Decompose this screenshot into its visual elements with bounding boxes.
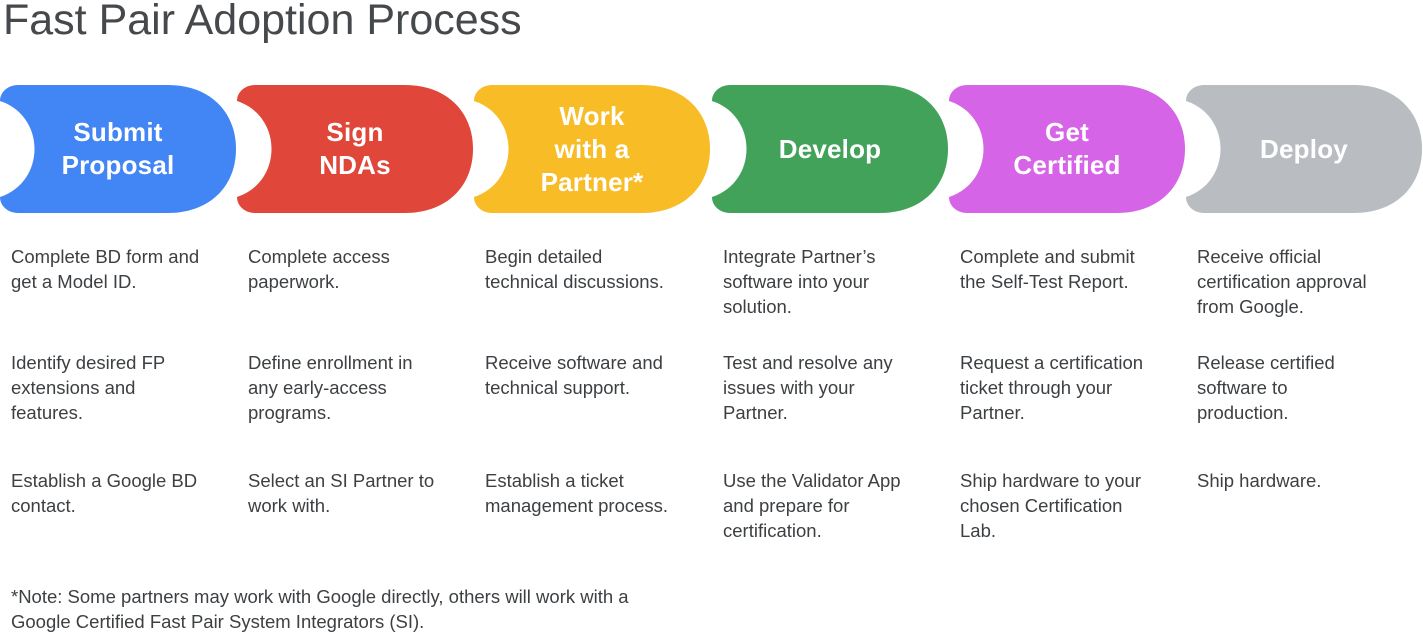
stage: Develop Integrate Partner’s software int… bbox=[712, 0, 949, 632]
stage-label: Work with a Partner* bbox=[540, 100, 644, 197]
step-text: Ship hardware. bbox=[1197, 470, 1322, 491]
footnote: *Note: Some partners may work with Googl… bbox=[11, 586, 629, 632]
step-text: Release certified software to production… bbox=[1197, 352, 1335, 423]
step-text: Begin detailed technical discussions. bbox=[485, 246, 664, 292]
stage-pill-shape bbox=[1186, 85, 1422, 213]
stage-pill-shape bbox=[237, 85, 473, 213]
step-text: Define enrollment in any early-access pr… bbox=[248, 352, 413, 423]
step-text: Select an SI Partner to work with. bbox=[248, 470, 435, 516]
stage: Submit Proposal Complete BD form and get… bbox=[0, 0, 237, 632]
stage-pill: Get Certified bbox=[949, 85, 1185, 213]
stage-pill-shape bbox=[949, 85, 1185, 213]
step-text: Complete and submit the Self-Test Report… bbox=[960, 246, 1135, 292]
stage-label: Deploy bbox=[1260, 133, 1348, 164]
step-text: Complete BD form and get a Model ID. bbox=[11, 246, 200, 292]
stage-label: Get Certified bbox=[1013, 117, 1121, 180]
stage-label: Sign NDAs bbox=[319, 117, 391, 180]
stage-pill-shape bbox=[712, 85, 948, 213]
page-title: Fast Pair Adoption Process bbox=[3, 0, 522, 44]
stage: Sign NDAs Complete access paperwork. Defi… bbox=[237, 0, 474, 632]
step-text: Establish a ticket management process. bbox=[485, 470, 669, 516]
stage-pill: Submit Proposal bbox=[0, 85, 236, 213]
stage-pill-shape bbox=[474, 85, 710, 213]
stage-pill: Sign NDAs bbox=[237, 85, 473, 213]
stage: Work with a Partner* Begin detailed tech… bbox=[474, 0, 711, 632]
stage-pill: Work with a Partner* bbox=[474, 85, 710, 213]
step-text: Receive software and technical support. bbox=[485, 352, 663, 398]
step-text: Test and resolve any issues with your Pa… bbox=[723, 352, 893, 423]
step-text: Complete access paperwork. bbox=[248, 246, 390, 292]
step-text: Integrate Partner’s software into your s… bbox=[723, 246, 876, 317]
stage-pill-shape bbox=[0, 85, 236, 213]
step-text: Use the Validator App and prepare for ce… bbox=[723, 470, 901, 541]
step-text: Ship hardware to your chosen Certificati… bbox=[960, 470, 1141, 541]
stage-label: Submit Proposal bbox=[61, 117, 175, 180]
stage: Deploy Receive official certification ap… bbox=[1186, 0, 1423, 632]
stage-pill: Develop bbox=[712, 85, 948, 213]
stage: Get Certified Complete and submit the Se… bbox=[949, 0, 1186, 632]
stage-pill: Deploy bbox=[1186, 85, 1422, 213]
step-text: Establish a Google BD contact. bbox=[11, 470, 198, 516]
step-text: Receive official certification approval … bbox=[1197, 246, 1367, 317]
step-text: Identify desired FP extensions and featu… bbox=[11, 352, 166, 423]
stage-label: Develop bbox=[778, 133, 882, 164]
step-text: Request a certification ticket through y… bbox=[960, 352, 1144, 423]
